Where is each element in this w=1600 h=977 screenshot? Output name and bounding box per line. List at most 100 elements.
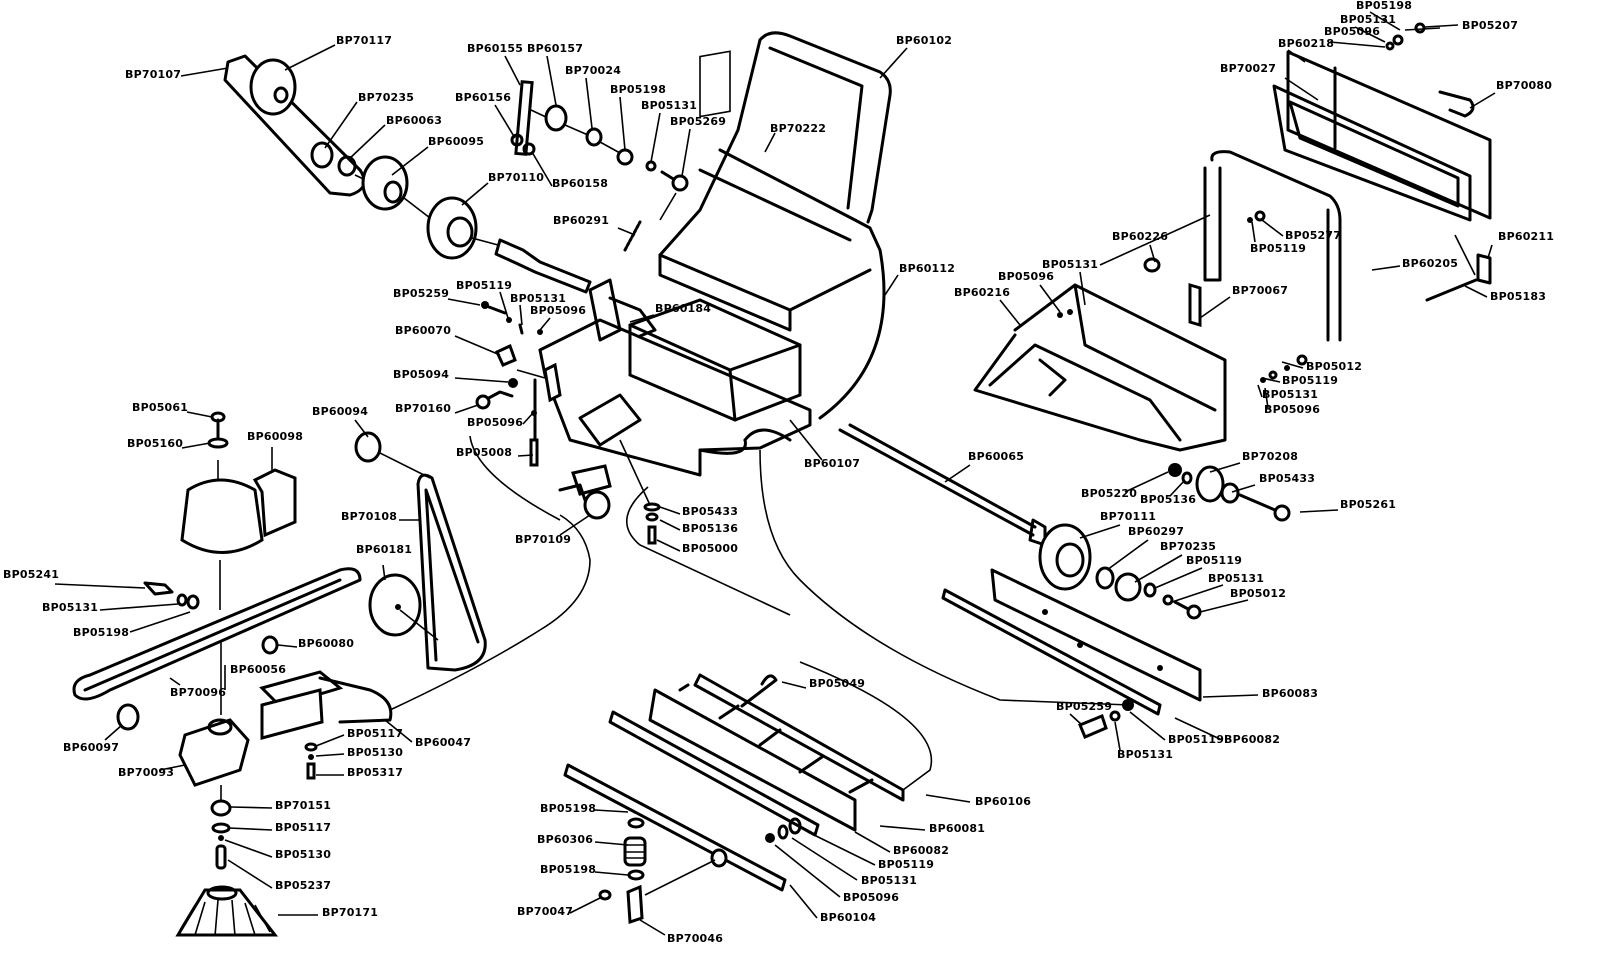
leader-line-bp60306: [594, 841, 629, 846]
leader-line-bp05198: [129, 611, 191, 633]
leader-line-bp60104: [789, 884, 818, 919]
part-label-bp70047: BP70047: [517, 905, 573, 918]
leader-line-bp05096: [774, 844, 841, 898]
part-label-bp05096: BP05096: [1324, 25, 1380, 38]
leader-line-bp05160: [181, 442, 211, 449]
leader-line-bp05008: [517, 454, 534, 457]
part-label-bp70222: BP70222: [770, 122, 826, 135]
leader-line-bp60095: [391, 146, 429, 176]
part-label-bp05237: BP05237: [275, 879, 331, 892]
leader-line-bp60107: [789, 419, 823, 461]
leader-line-bp05119: [1251, 221, 1256, 243]
part-label-bp70171: BP70171: [322, 906, 378, 919]
leader-line-bp05136: [1169, 479, 1186, 497]
part-label-bp60082: BP60082: [1224, 733, 1280, 746]
part-label-bp70107: BP70107: [125, 68, 181, 81]
flap-assembly: [941, 568, 1202, 739]
leader-line-bp05012: [1199, 599, 1249, 613]
leader-line-bp05130: [315, 753, 345, 757]
part-label-bp05131: BP05131: [1208, 572, 1264, 585]
skirt-assembly: [563, 661, 933, 925]
part-label-bp05136: BP05136: [1140, 493, 1196, 506]
part-label-bp60106: BP60106: [975, 795, 1031, 808]
part-label-bp60070: BP60070: [395, 324, 451, 337]
leader-line-bp60070: [454, 335, 501, 356]
part-label-bp60047: BP60047: [415, 736, 471, 749]
idler-bracket-assembly: [510, 80, 689, 252]
part-label-bp05012: BP05012: [1306, 360, 1362, 373]
part-label-bp60218: BP60218: [1278, 37, 1334, 50]
leader-line-bp05094: [454, 377, 509, 383]
part-label-bp05049: BP05049: [809, 677, 865, 690]
leader-line-bp05269: [681, 128, 691, 177]
part-label-bp60306: BP60306: [537, 833, 593, 846]
leader-line-bp05198: [594, 809, 629, 813]
part-label-bp05131: BP05131: [641, 99, 697, 112]
part-label-bp05277: BP05277: [1285, 229, 1341, 242]
part-label-bp05198: BP05198: [610, 83, 666, 96]
part-label-bp05096: BP05096: [1264, 403, 1320, 416]
leader-line-bp60158: [531, 151, 553, 187]
part-label-bp70235: BP70235: [358, 91, 414, 104]
leader-line-bp60155: [504, 55, 521, 86]
leader-line-bp05012: [1281, 361, 1304, 369]
part-label-bp70046: BP70046: [667, 932, 723, 945]
part-label-bp70111: BP70111: [1100, 510, 1156, 523]
part-label-bp70024: BP70024: [565, 64, 621, 77]
part-label-bp60094: BP60094: [312, 405, 368, 418]
leader-line-bp70109: [559, 514, 591, 536]
part-label-bp70080: BP70080: [1496, 79, 1552, 92]
part-label-bp05317: BP05317: [347, 766, 403, 779]
leader-line-bp05261: [1299, 509, 1339, 513]
part-label-bp70110: BP70110: [488, 171, 544, 184]
part-label-bp70109: BP70109: [515, 533, 571, 546]
part-label-bp05117: BP05117: [347, 727, 403, 740]
part-label-bp05096: BP05096: [467, 416, 523, 429]
part-label-bp70117: BP70117: [336, 34, 392, 47]
part-label-bp05008: BP05008: [456, 446, 512, 459]
leader-line-bp60184: [629, 314, 655, 323]
part-label-bp70093: BP70093: [118, 766, 174, 779]
leader-line-bp05183: [1464, 285, 1488, 298]
leader-line-bp05061: [186, 411, 213, 418]
part-label-bp05131: BP05131: [1262, 388, 1318, 401]
leader-line-bp05131: [519, 304, 523, 326]
leader-line-bp05433: [1231, 484, 1256, 493]
leader-line-bp60097: [104, 724, 123, 741]
part-label-bp05433: BP05433: [682, 505, 738, 518]
leader-line-bp05220: [1124, 471, 1169, 493]
part-label-bp60097: BP60097: [63, 741, 119, 754]
leader-line-bp70107: [180, 67, 229, 77]
part-label-bp70151: BP70151: [275, 799, 331, 812]
leader-line-bp70047: [569, 896, 603, 914]
leader-line-bp05131: [791, 837, 858, 881]
part-label-bp60226: BP60226: [1112, 230, 1168, 243]
part-label-bp05259: BP05259: [393, 287, 449, 300]
leader-line-bp05131: [1114, 721, 1121, 751]
leader-line-bp70093: [159, 764, 186, 771]
leader-line-bp05131: [99, 603, 179, 611]
part-label-bp60095: BP60095: [428, 135, 484, 148]
leader-line-bp60157: [546, 55, 557, 106]
leader-line-bp70080: [1469, 92, 1496, 109]
leader-line-bp70096: [169, 677, 181, 686]
leader-line-bp05198: [594, 871, 629, 876]
part-label-bp70027: BP70027: [1220, 62, 1276, 75]
leader-line-bp60291: [617, 227, 636, 236]
leader-line-bp05119: [807, 831, 876, 866]
part-label-bp05119: BP05119: [456, 279, 512, 292]
part-label-bp05119: BP05119: [1168, 733, 1224, 746]
leader-line-bp70160: [454, 404, 479, 414]
part-label-bp70067: BP70067: [1232, 284, 1288, 297]
leader-line-bp05131: [1257, 384, 1263, 398]
leader-line-bp70027: [1284, 77, 1319, 101]
leader-lines: [54, 11, 1496, 936]
leader-line-bp60094: [354, 419, 369, 438]
part-label-bp60181: BP60181: [356, 543, 412, 556]
belt-pulley-assembly: [354, 378, 1131, 711]
leader-line-bp05096: [1329, 41, 1386, 48]
leader-line-bp70235: [324, 101, 358, 149]
part-label-bp05433: BP05433: [1259, 472, 1315, 485]
part-label-bp05183: BP05183: [1490, 290, 1546, 303]
